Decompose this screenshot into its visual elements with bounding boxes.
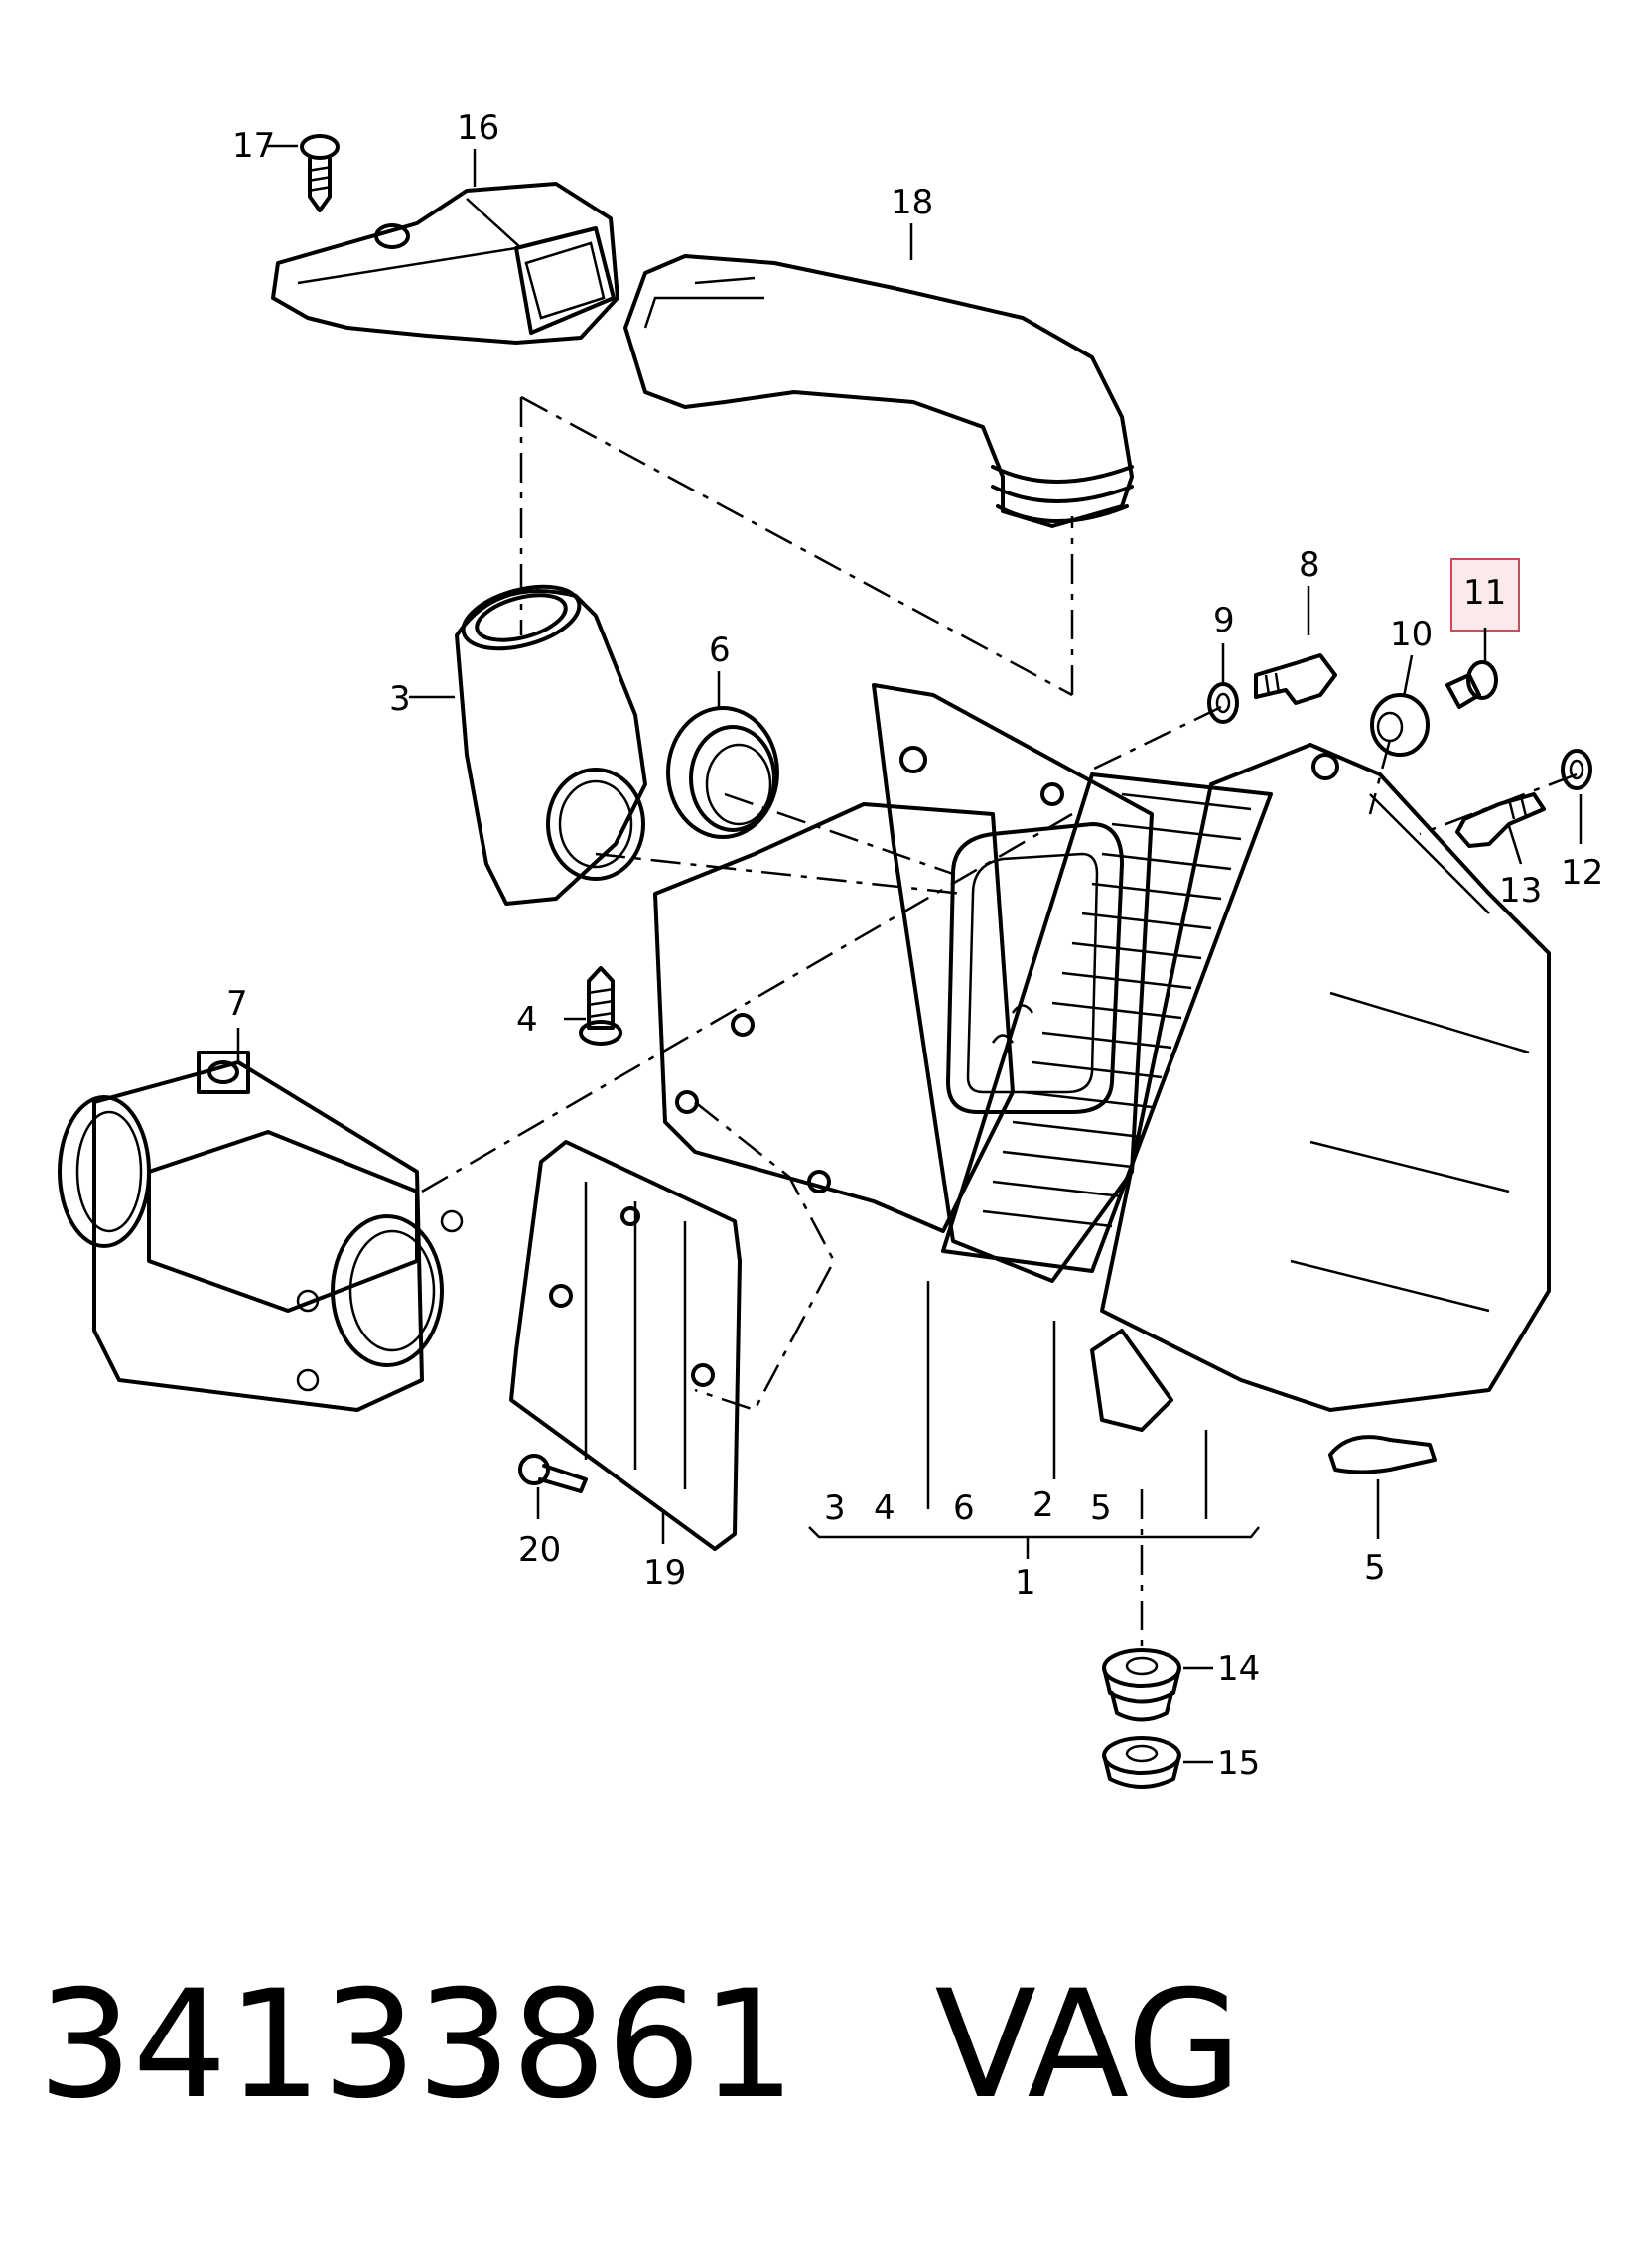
callout-5: 5 <box>1364 1548 1386 1588</box>
callout-13: 13 <box>1499 871 1542 911</box>
callout-10: 10 <box>1390 615 1433 654</box>
callout-8: 8 <box>1299 545 1320 585</box>
callout-17: 17 <box>232 126 275 166</box>
callouts: 17 16 18 3 6 9 8 10 11 12 13 4 7 20 19 3… <box>226 108 1603 1783</box>
callout-group-6: 6 <box>953 1488 975 1528</box>
part-1-air-filter-housing <box>653 683 1551 1432</box>
part-11-spacer <box>1446 660 1498 709</box>
part-13-bolt <box>1455 792 1546 848</box>
part-4-screw <box>579 966 622 1046</box>
callout-3: 3 <box>389 679 411 719</box>
callout-11: 11 <box>1463 573 1506 613</box>
callout-9: 9 <box>1213 601 1235 640</box>
callout-15: 15 <box>1217 1744 1260 1783</box>
callout-18: 18 <box>891 183 933 222</box>
part-17-screw <box>300 134 340 212</box>
callout-19: 19 <box>643 1553 686 1593</box>
part-9-washer <box>1207 682 1239 724</box>
callout-11-highlight <box>1450 558 1520 632</box>
part-19-bracket <box>509 1140 742 1551</box>
part-10-grommet <box>1370 693 1430 757</box>
part-number-footer: 34133861 VAG <box>38 1946 1381 2145</box>
part-3-elbow-duct <box>455 584 647 906</box>
part-18-intake-hose <box>623 254 1134 528</box>
callout-group-5: 5 <box>1090 1488 1112 1528</box>
part-2-filter-element <box>941 772 1273 1273</box>
assembly-lines <box>421 395 1578 1648</box>
part-5-clip <box>1328 1435 1437 1474</box>
part-8-bolt <box>1254 653 1337 705</box>
callout-12: 12 <box>1561 853 1603 893</box>
part-15-grommet <box>1102 1736 1181 1789</box>
callout-1: 1 <box>1015 1563 1036 1603</box>
part-6-seal-ring <box>666 706 779 839</box>
callout-group-3: 3 <box>824 1488 846 1528</box>
part-number: 34133861 <box>38 1959 796 2132</box>
callout-4: 4 <box>516 1000 538 1040</box>
callout-6: 6 <box>709 631 731 670</box>
callout-7: 7 <box>226 984 248 1024</box>
callout-16: 16 <box>457 108 499 148</box>
leader-lines <box>236 144 1583 1764</box>
part-14-grommet <box>1102 1648 1181 1722</box>
exploded-parts-diagram: 17 16 18 3 6 9 8 10 11 12 13 4 7 20 19 3… <box>58 108 1603 1789</box>
callout-14: 14 <box>1217 1649 1260 1689</box>
brand-name: VAG <box>934 1959 1242 2132</box>
callout-group-2: 2 <box>1032 1485 1054 1525</box>
part-16-air-duct <box>271 182 620 345</box>
callout-group-4: 4 <box>874 1488 895 1528</box>
part-7-air-flow-meter <box>58 1051 464 1412</box>
part-20-screw <box>518 1454 588 1493</box>
callout-20: 20 <box>518 1530 561 1570</box>
part-12-washer <box>1561 749 1592 790</box>
